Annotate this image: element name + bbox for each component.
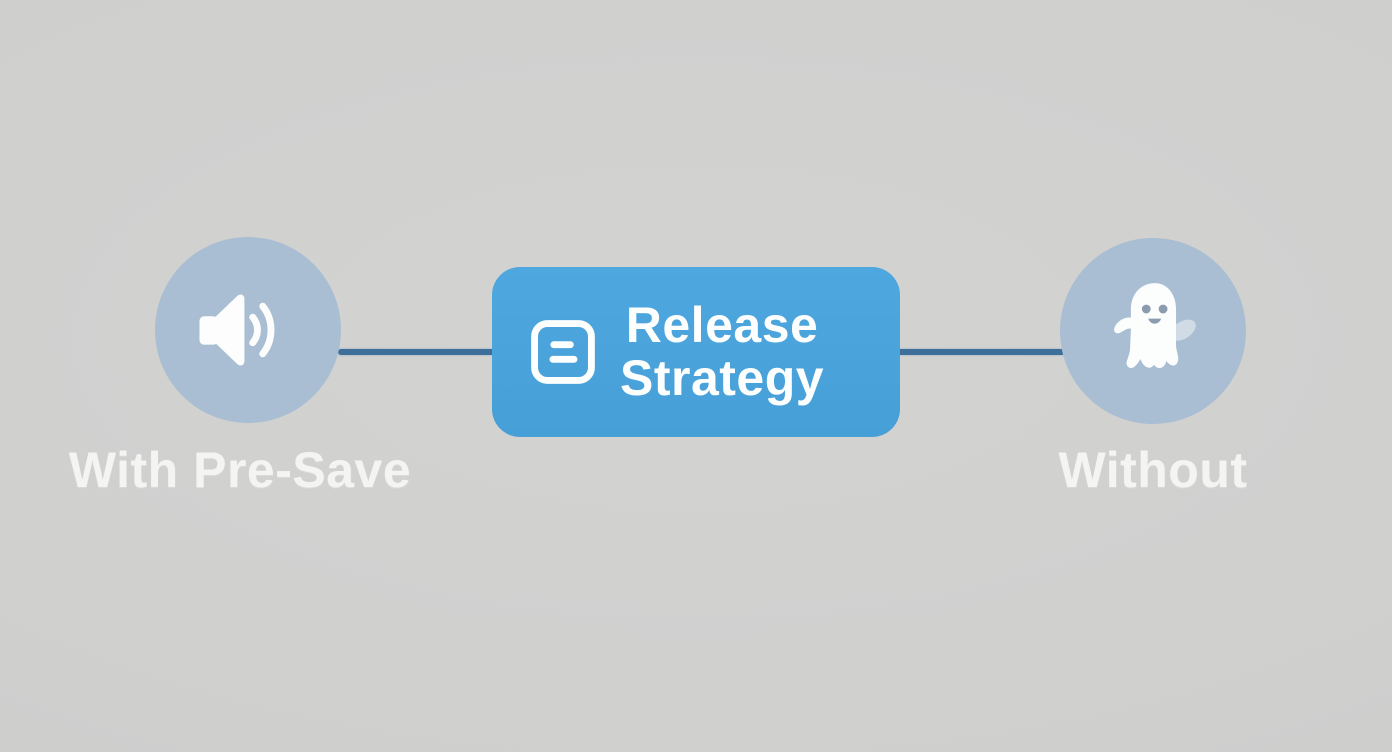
box-title-line1: Release: [625, 297, 819, 353]
node-without-circle: [1060, 238, 1246, 424]
connector-left: [338, 349, 496, 355]
node-without-label: Without: [1058, 442, 1248, 498]
box-title-line2: Strategy: [620, 350, 825, 406]
node-with-presave-circle: [155, 237, 341, 423]
document-list-icon: [531, 320, 595, 384]
node-with-presave-label: With Pre-Save: [68, 442, 412, 498]
ghost-icon: [1114, 283, 1196, 369]
connector-right: [897, 349, 1065, 355]
speaker-icon: [199, 294, 275, 366]
release-strategy-box: Release Strategy: [492, 267, 900, 437]
box-title: Release Strategy: [620, 299, 824, 405]
